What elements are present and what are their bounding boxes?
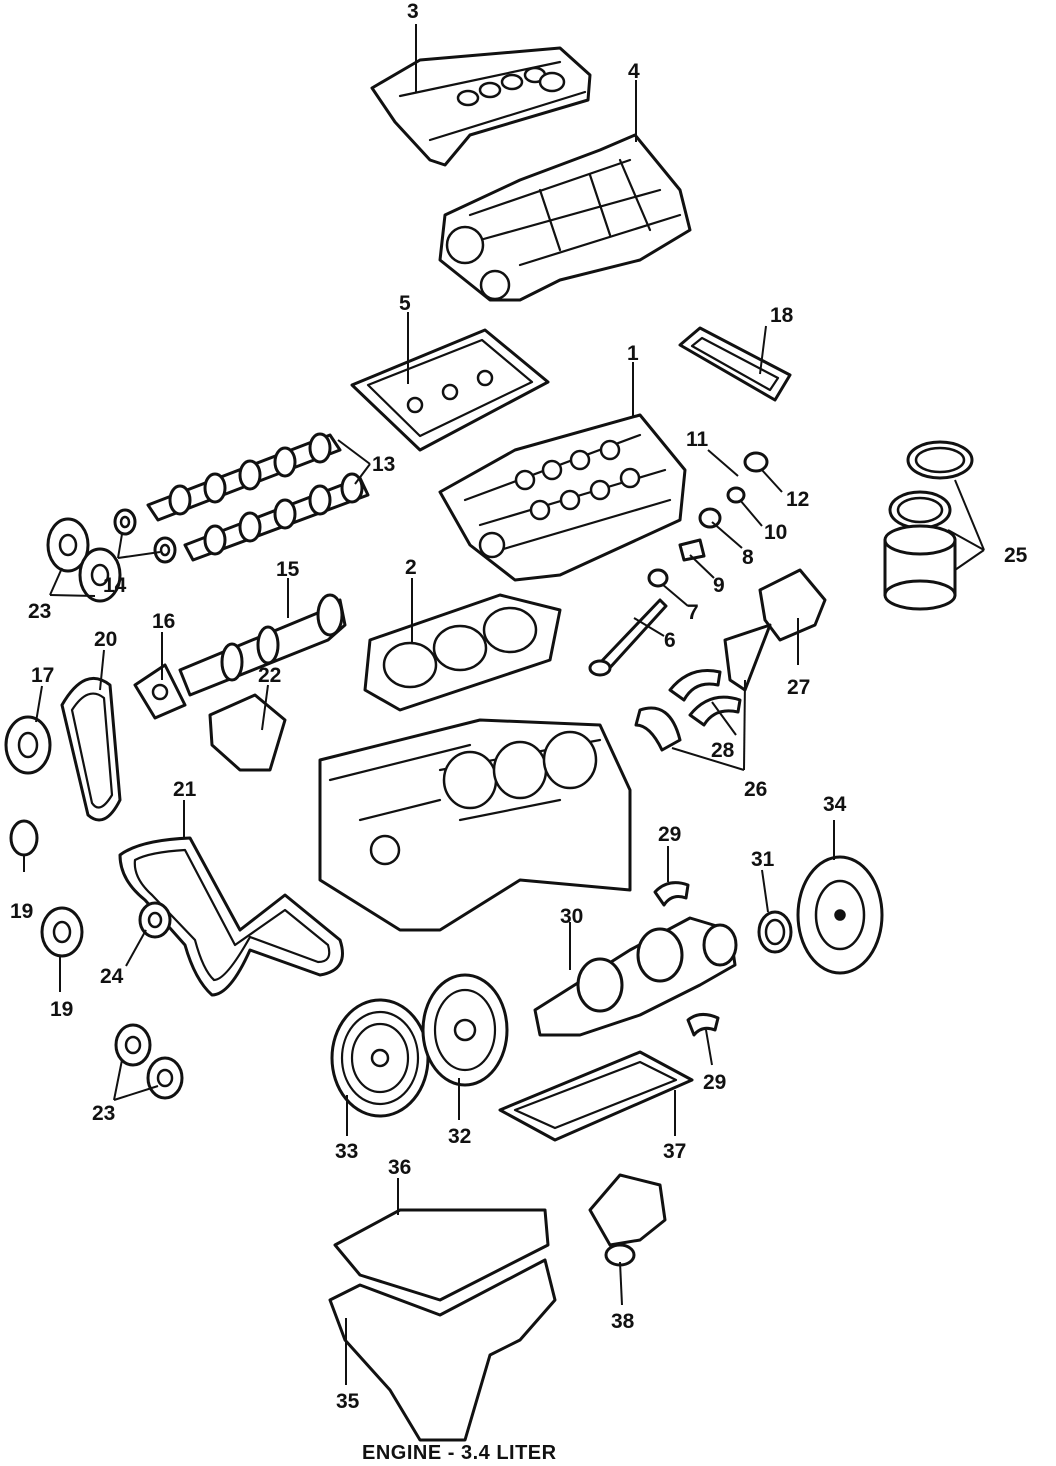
callout-35: 35 (336, 1390, 360, 1413)
callout-11: 11 (686, 428, 709, 451)
diagram-caption: ENGINE - 3.4 LITER (362, 1442, 557, 1464)
callout-7: 7 (687, 601, 699, 624)
piston-rod-part (723, 568, 827, 692)
callout-34: 34 (823, 793, 847, 816)
valve-cover-gasket-part (350, 328, 550, 452)
crankshaft-part (533, 916, 738, 1037)
callout-23-upper: 23 (28, 600, 51, 623)
callout-9: 9 (713, 574, 725, 597)
valve-train-parts (588, 451, 769, 677)
timing-belt-part (118, 836, 344, 997)
idler-pulley-part (138, 901, 172, 939)
cylinder-head-part (438, 413, 687, 582)
callout-16: 16 (152, 610, 175, 633)
main-bearing-lower-part (686, 1013, 720, 1037)
callout-30: 30 (560, 905, 583, 928)
timing-chain-part (60, 676, 122, 822)
callout-2: 2 (405, 556, 417, 579)
oil-pan-gasket-part (498, 1050, 694, 1142)
tensioner-part (208, 693, 287, 772)
crank-pulley-part (330, 998, 430, 1118)
gasket-part (678, 326, 792, 402)
callout-19-lower: 19 (50, 998, 73, 1021)
camshaft-sprockets-upper-part (46, 517, 122, 603)
callout-24: 24 (100, 965, 124, 988)
callout-3: 3 (407, 0, 419, 23)
callout-25: 25 (1004, 544, 1028, 567)
oil-pump-part (588, 1173, 667, 1267)
intake-manifold-part (438, 133, 692, 302)
callout-27: 27 (787, 676, 810, 699)
callout-31: 31 (751, 848, 775, 871)
callout-8: 8 (742, 546, 754, 569)
callout-29-upper: 29 (658, 823, 681, 846)
plate-part (133, 663, 187, 720)
callout-23-lower: 23 (92, 1102, 115, 1125)
intermediate-shaft-part (178, 593, 347, 697)
callout-1: 1 (627, 342, 639, 365)
callout-14: 14 (103, 574, 127, 597)
rod-bearings-part (668, 669, 742, 727)
callout-18: 18 (770, 304, 794, 327)
callout-4: 4 (628, 60, 640, 83)
valve-cover-part (370, 46, 592, 167)
oil-pan-gasket-36-part (333, 1208, 550, 1302)
piston-rings-part (883, 440, 974, 611)
callout-22: 22 (258, 664, 281, 687)
flywheel-part (796, 855, 884, 975)
sprocket-19-lower-part (40, 906, 84, 958)
engine-block-part (318, 718, 632, 932)
callout-15: 15 (276, 558, 300, 581)
camshafts-part (146, 432, 370, 562)
callout-13: 13 (372, 453, 395, 476)
callout-20: 20 (94, 628, 117, 651)
callout-21: 21 (173, 778, 197, 801)
callout-38: 38 (611, 1310, 635, 1333)
callout-5: 5 (399, 292, 411, 315)
head-gasket-part (363, 593, 562, 712)
sprocket-19-upper-part (9, 819, 39, 857)
callout-17: 17 (31, 664, 54, 687)
callout-33: 33 (335, 1140, 358, 1163)
rear-main-seal-part (757, 910, 793, 954)
callout-28: 28 (711, 739, 735, 762)
callout-12: 12 (786, 488, 809, 511)
callout-26: 26 (744, 778, 767, 801)
pulleys-lower-part (114, 1023, 184, 1100)
camshaft-seals-part (113, 508, 177, 564)
main-bearing-upper-part (653, 881, 690, 907)
balancer-part (421, 973, 509, 1087)
callout-19-upper: 19 (10, 900, 33, 923)
callout-37: 37 (663, 1140, 686, 1163)
oil-pan-part (328, 1258, 557, 1442)
callout-6: 6 (664, 629, 676, 652)
rod-cap-part (634, 706, 682, 752)
callout-10: 10 (764, 521, 787, 544)
callout-36: 36 (388, 1156, 411, 1179)
crankshaft-sprocket-part (4, 715, 52, 775)
callout-29-lower: 29 (703, 1071, 726, 1094)
callout-32: 32 (448, 1125, 471, 1148)
